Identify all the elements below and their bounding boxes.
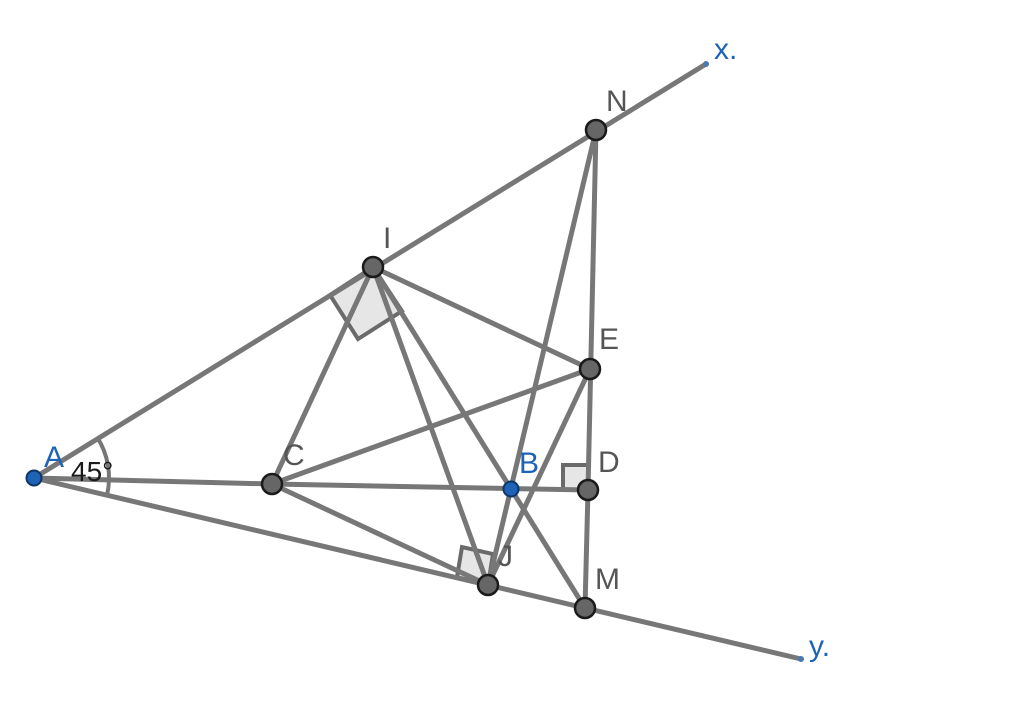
angle-arc-a <box>95 435 111 496</box>
segment-ic <box>269 264 376 487</box>
angle-a-label: 45° <box>71 456 113 487</box>
point-i[interactable] <box>361 255 385 279</box>
point-e[interactable] <box>578 357 602 381</box>
segment-ej <box>485 366 593 588</box>
point-m[interactable] <box>573 596 597 620</box>
segment-nd <box>585 127 599 493</box>
point-d-label: D <box>598 446 620 479</box>
segment-dm <box>582 487 591 611</box>
point-e-label: E <box>599 323 619 356</box>
ray-y-label: y. <box>809 630 830 663</box>
ray-y-end-point <box>798 656 804 662</box>
point-c[interactable] <box>260 472 284 496</box>
point-a[interactable] <box>25 469 43 487</box>
segment-cd <box>269 481 591 493</box>
point-d[interactable] <box>576 478 600 502</box>
point-b-label: B <box>519 447 539 480</box>
point-c-label: C <box>283 439 305 472</box>
point-j-label: J <box>498 540 513 573</box>
segment-ac <box>31 475 275 487</box>
segment-ie <box>370 264 593 372</box>
segment-nj <box>485 127 599 588</box>
point-a-label: A <box>44 441 64 474</box>
ray-x-end-point <box>703 61 709 67</box>
point-m-label: M <box>595 563 620 596</box>
segment-im <box>370 264 588 611</box>
ray-ay <box>31 475 804 662</box>
ray-x-label: x. <box>714 33 737 66</box>
point-j[interactable] <box>476 573 500 597</box>
point-b[interactable] <box>502 480 520 498</box>
point-n[interactable] <box>584 118 608 142</box>
point-i-label: I <box>383 222 391 255</box>
segment-cj <box>269 481 491 588</box>
point-n-label: N <box>606 85 628 118</box>
